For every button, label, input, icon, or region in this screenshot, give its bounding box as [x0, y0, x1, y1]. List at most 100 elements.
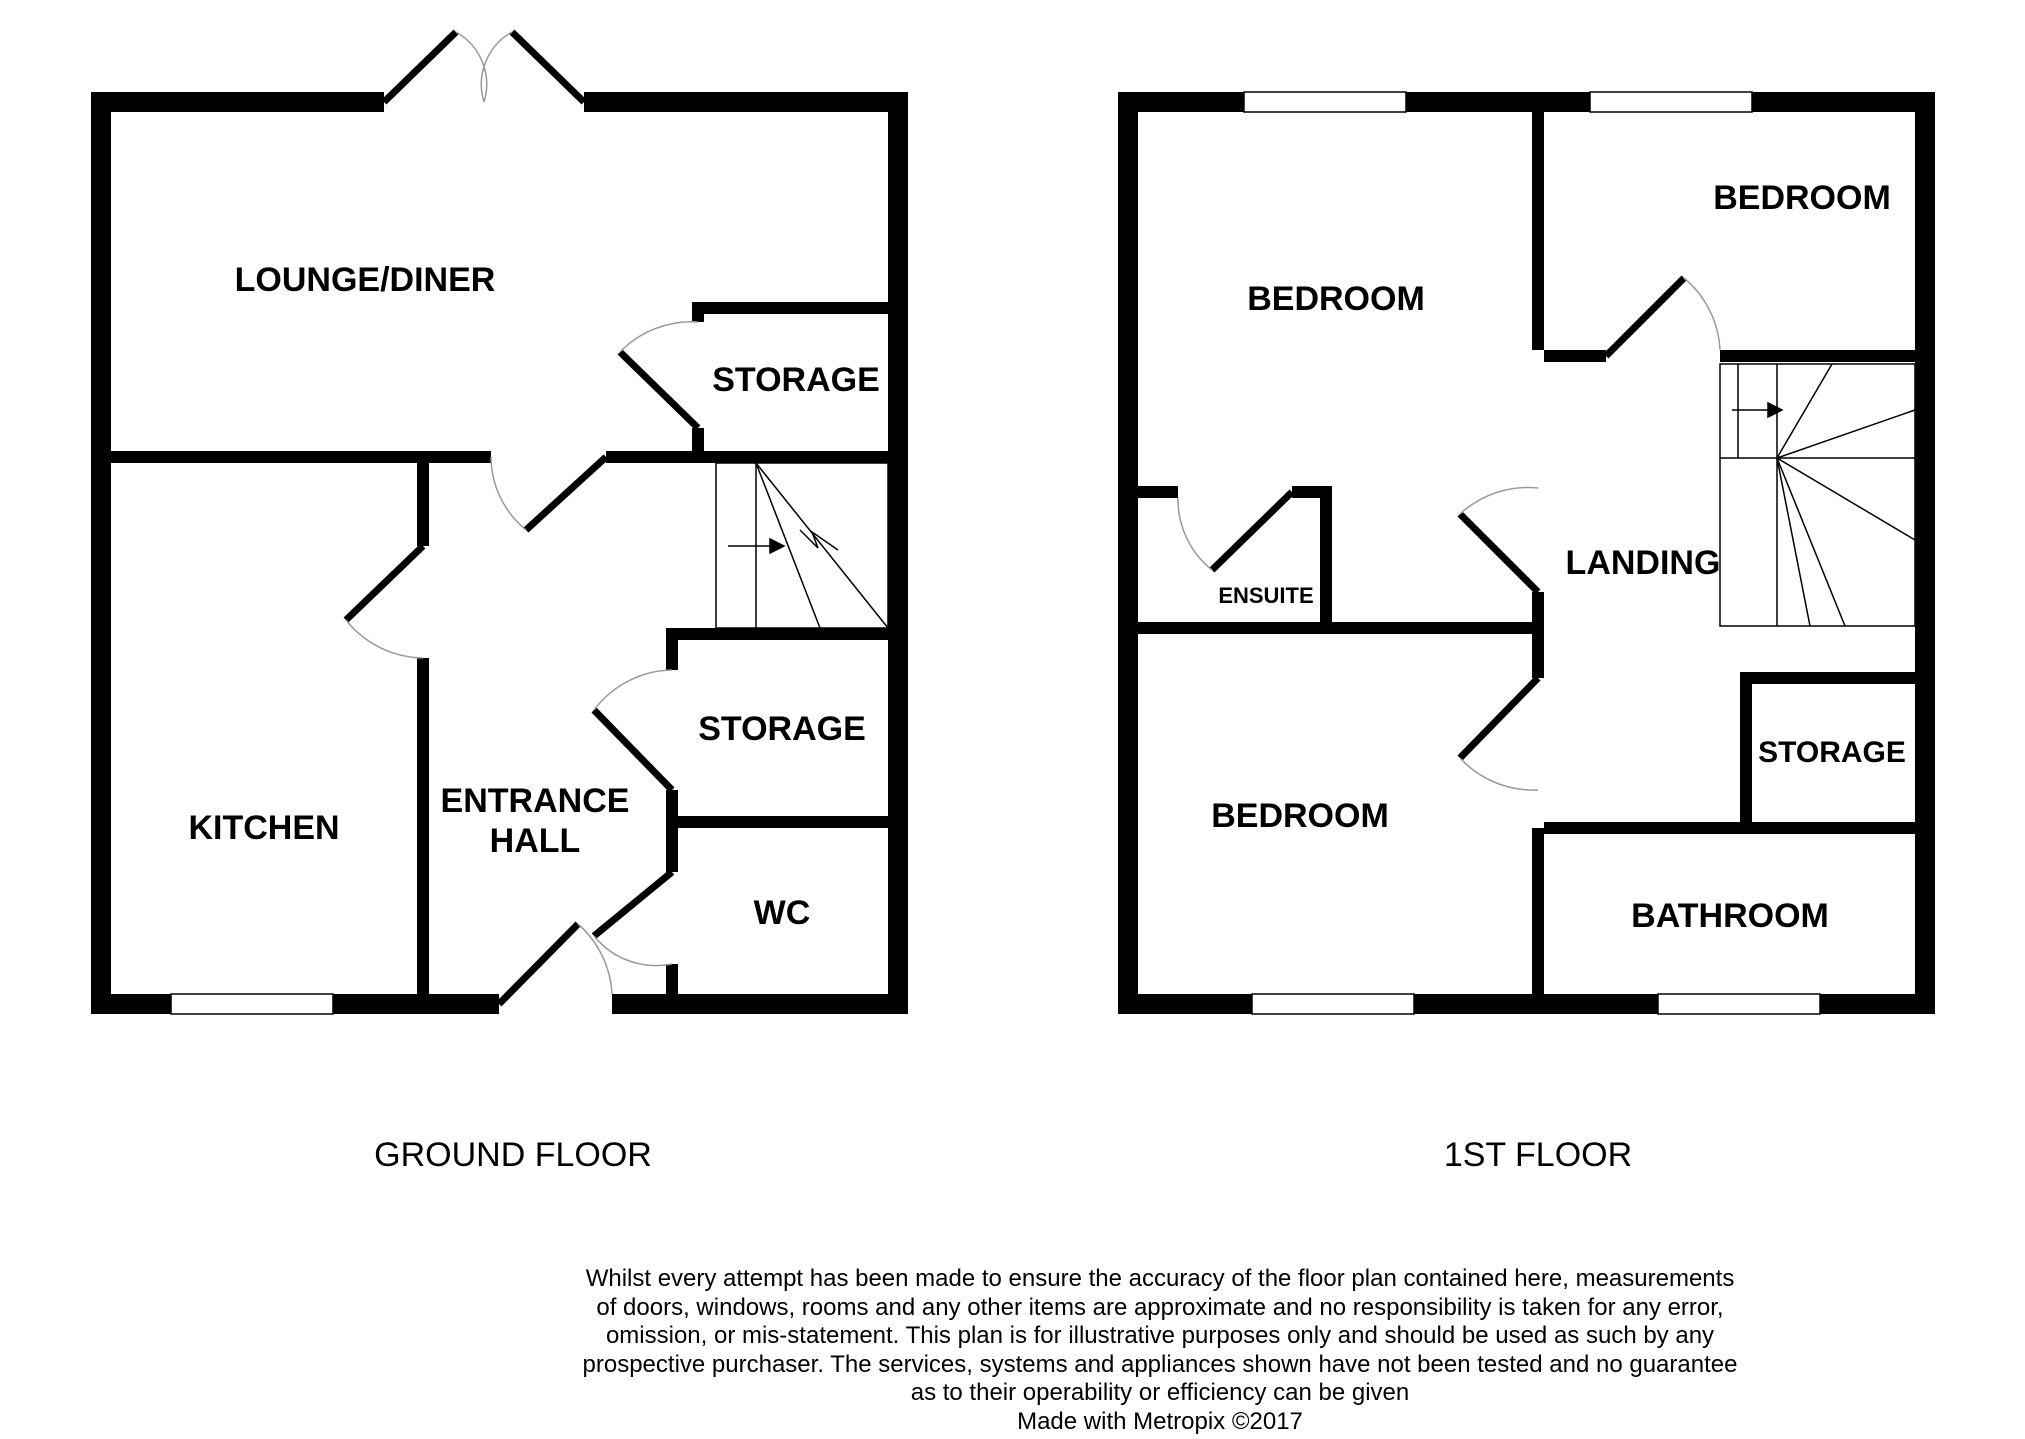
door-leaf — [496, 921, 581, 1007]
window — [1243, 91, 1407, 113]
door-swing — [1683, 277, 1721, 351]
wall — [692, 302, 888, 314]
ground-floor-stairs — [715, 462, 889, 629]
wall — [1320, 486, 1332, 628]
wall — [91, 92, 111, 1014]
wall — [1915, 92, 1935, 1014]
wall — [1740, 672, 1915, 684]
wall — [1544, 350, 1606, 362]
door-swing — [455, 31, 488, 103]
wall — [1740, 672, 1752, 830]
door-leaf — [343, 543, 426, 623]
door-swing — [577, 923, 613, 995]
room-label-bathroom: BATHROOM — [1631, 897, 1829, 935]
window — [1589, 91, 1753, 113]
door-leaf — [1603, 275, 1687, 359]
room-label-kitchen: KITCHEN — [188, 809, 339, 847]
wall — [666, 790, 678, 872]
disclaimer-line: as to their operability or efficiency ca… — [910, 1379, 1410, 1406]
wall — [111, 451, 491, 463]
first-floor-doors — [1177, 275, 1721, 791]
door-swing — [1459, 486, 1539, 515]
door-leaf — [591, 869, 675, 939]
room-label-wc: WC — [754, 894, 811, 932]
door-leaf — [381, 29, 459, 105]
door-swing — [480, 31, 513, 103]
stair-line — [1776, 457, 1916, 541]
room-label-bedroom: BEDROOM — [1713, 179, 1891, 217]
door-swing — [593, 935, 673, 967]
room-label-landing: LANDING — [1566, 544, 1721, 582]
wall — [666, 964, 678, 994]
door-leaf — [509, 29, 587, 105]
stair-line — [755, 462, 821, 629]
wall — [666, 628, 888, 640]
stair-arrow-head — [769, 537, 786, 555]
window — [1657, 993, 1821, 1015]
door-swing — [345, 619, 424, 659]
disclaimer-line: of doors, windows, rooms and any other i… — [596, 1293, 1724, 1321]
wall — [606, 451, 888, 463]
disclaimer-line: Whilst every attempt has been made to en… — [585, 1265, 1735, 1292]
door-swing — [1459, 757, 1539, 791]
room-label-hall: HALL — [490, 822, 581, 860]
disclaimer-line: prospective purchaser. The services, sys… — [582, 1350, 1738, 1378]
first-floor-stairs — [1719, 363, 1916, 627]
ground-floor-doors — [343, 29, 701, 1007]
door-leaf — [1457, 511, 1541, 595]
door-leaf — [617, 349, 701, 431]
window — [1251, 993, 1415, 1015]
wall — [1532, 112, 1544, 350]
wall — [1532, 592, 1544, 678]
stair-arrow-head — [1767, 401, 1784, 419]
wall — [1138, 486, 1178, 498]
room-label-entrance: ENTRANCE — [441, 782, 630, 820]
wall — [1118, 92, 1138, 1014]
room-label-storage: STORAGE — [1758, 736, 1906, 769]
window — [170, 993, 334, 1015]
wall — [666, 816, 888, 828]
disclaimer-line: omission, or mis-statement. This plan is… — [605, 1322, 1715, 1349]
wall — [584, 92, 904, 112]
floor-title-ground: GROUND FLOOR — [374, 1136, 652, 1174]
ground-floor-plan — [91, 92, 908, 1014]
wall — [417, 451, 429, 546]
room-label-lounge-diner: LOUNGE/DINER — [235, 261, 496, 299]
wall — [888, 92, 908, 1014]
door-leaf — [1209, 489, 1295, 573]
room-label-bedroom: BEDROOM — [1247, 280, 1425, 318]
first-floor-labels: BEDROOM BEDROOM BEDROOM ENSUITE LANDING … — [1211, 179, 1906, 1174]
door-swing — [490, 456, 527, 531]
wall — [1544, 822, 1915, 834]
stair-outline — [715, 462, 889, 629]
door-leaf — [523, 454, 609, 533]
wall — [91, 92, 384, 112]
door-leaf — [1457, 675, 1541, 761]
credit-text: Made with Metropix ©2017 — [1017, 1407, 1303, 1435]
door-swing — [593, 669, 673, 711]
room-label-ensuite: ENSUITE — [1218, 583, 1313, 608]
room-label-bedroom: BEDROOM — [1211, 797, 1389, 835]
stair-break-line — [799, 529, 839, 551]
wall — [1118, 92, 1935, 112]
door-swing — [1177, 497, 1213, 571]
first-floor-plan — [1118, 92, 1935, 1014]
wall — [692, 428, 704, 463]
stair-line — [1776, 457, 1811, 627]
door-swing — [619, 321, 699, 353]
door-leaf — [591, 707, 675, 793]
stair-line — [1776, 363, 1833, 459]
disclaimer-text: Whilst every attempt has been made to en… — [560, 1265, 1760, 1436]
floor-title-first: 1ST FLOOR — [1444, 1136, 1632, 1174]
wall — [666, 628, 678, 670]
wall — [1720, 350, 1915, 362]
wall — [612, 994, 908, 1014]
stair-line — [1776, 409, 1916, 459]
room-label-storage: STORAGE — [698, 710, 866, 748]
wall — [692, 302, 704, 322]
stair-line — [1776, 457, 1846, 627]
wall — [1532, 828, 1544, 994]
stair-line — [755, 462, 889, 629]
wall — [1138, 622, 1544, 634]
